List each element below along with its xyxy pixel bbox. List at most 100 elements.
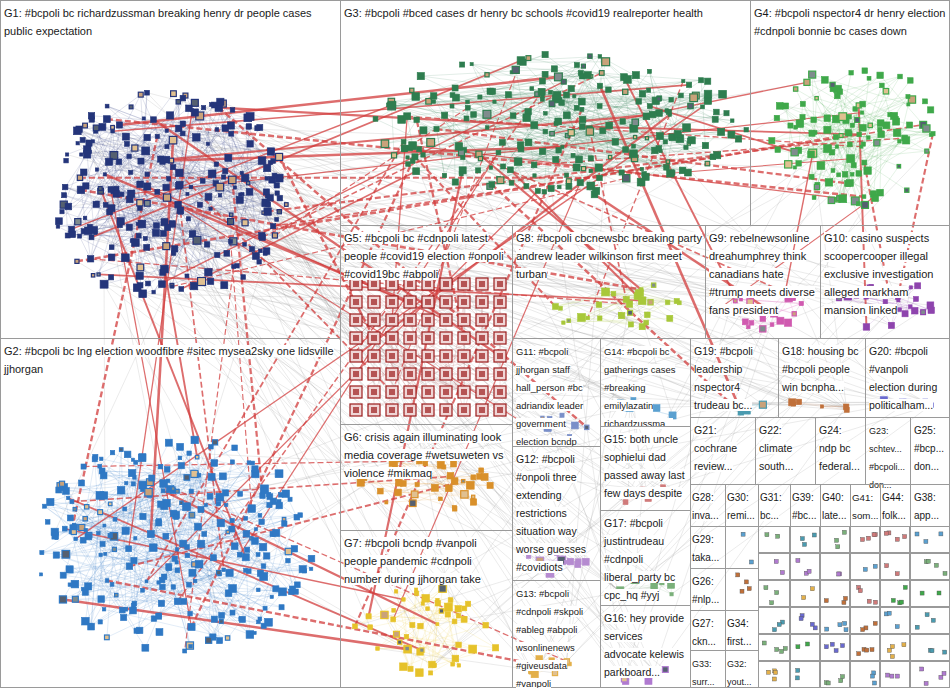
edge-line xyxy=(851,129,927,159)
edge-line xyxy=(466,118,871,286)
edge-line xyxy=(143,256,256,294)
vertex-icon xyxy=(276,153,283,160)
vertex-icon xyxy=(138,220,146,228)
edge-line xyxy=(95,459,104,609)
edge-line xyxy=(752,323,773,325)
edge-line xyxy=(64,487,116,595)
edge-line xyxy=(562,103,667,111)
vertex-icon xyxy=(221,175,225,179)
edge-line xyxy=(838,105,859,199)
edge-line xyxy=(416,97,626,179)
edge-line xyxy=(293,589,432,664)
vertex-icon xyxy=(108,254,115,261)
vertex-icon xyxy=(275,191,279,195)
edge-line xyxy=(134,477,242,619)
edge-line xyxy=(171,161,225,285)
vertex-icon xyxy=(136,233,141,238)
edge-line xyxy=(388,105,672,137)
vertex-icon xyxy=(246,189,253,196)
edge-line xyxy=(829,80,910,182)
edge-line xyxy=(833,105,859,170)
edge-line xyxy=(434,96,708,101)
vertex-icon xyxy=(103,203,108,208)
edge-line xyxy=(374,338,410,392)
edge-line xyxy=(90,227,907,403)
edge-line xyxy=(249,534,273,571)
edge-line xyxy=(277,185,903,402)
edge-line xyxy=(72,477,449,502)
edge-layer xyxy=(63,61,933,666)
vertex-icon xyxy=(91,140,94,143)
edge-line xyxy=(64,195,142,224)
edge-line xyxy=(208,272,633,400)
edge-line xyxy=(74,532,122,610)
edge-line xyxy=(503,94,708,166)
edge-line xyxy=(671,405,930,594)
vertex-icon xyxy=(246,124,251,129)
vertex-icon xyxy=(247,182,250,185)
edge-line xyxy=(142,224,237,266)
edge-line xyxy=(189,108,422,650)
edge-line xyxy=(187,110,233,276)
edge-line xyxy=(97,170,212,174)
vertex-icon xyxy=(232,265,236,269)
edge-line xyxy=(642,405,931,494)
edge-line xyxy=(394,610,442,612)
edge-line xyxy=(68,207,276,220)
edge-line xyxy=(85,474,194,621)
vertex-icon xyxy=(197,202,202,207)
vertex-icon xyxy=(138,92,143,97)
edge-line xyxy=(552,104,683,171)
edge-line xyxy=(139,236,741,300)
edge-line xyxy=(428,356,500,410)
edge-line xyxy=(851,151,927,159)
vertex-icon xyxy=(177,207,184,214)
edge-line xyxy=(217,255,243,277)
edge-line xyxy=(785,153,813,292)
edge-line xyxy=(774,303,801,313)
vertex-icon xyxy=(56,218,63,225)
vertex-icon xyxy=(155,189,160,194)
vertex-icon xyxy=(233,186,236,189)
edge-line xyxy=(201,462,232,544)
edge-line xyxy=(183,98,267,251)
edge-line xyxy=(187,463,249,547)
edge-line xyxy=(77,131,212,174)
edge-line xyxy=(479,154,641,289)
edge-line xyxy=(164,269,197,457)
vertex-icon xyxy=(193,134,201,142)
edge-line xyxy=(83,589,104,609)
edge-line xyxy=(532,410,846,671)
vertex-icon xyxy=(216,183,224,191)
vertex-icon xyxy=(259,249,263,253)
vertex-icon xyxy=(111,129,115,133)
edge-line xyxy=(850,135,931,183)
edge-line xyxy=(114,190,528,425)
vertex-icon xyxy=(186,217,190,221)
edge-line xyxy=(356,302,446,392)
edge-line xyxy=(534,138,905,165)
edge-line xyxy=(156,226,410,356)
edge-line xyxy=(143,485,190,646)
edge-line xyxy=(449,477,474,488)
edge-line xyxy=(528,58,627,79)
edge-line xyxy=(798,125,923,151)
edge-line xyxy=(862,113,906,141)
edge-line xyxy=(510,96,695,170)
edge-line xyxy=(829,73,851,183)
edge-line xyxy=(374,302,428,410)
edge-line xyxy=(392,105,498,153)
edge-line xyxy=(873,130,879,195)
vertex-icon xyxy=(165,129,168,132)
vertex-layer xyxy=(40,52,947,686)
edge-line xyxy=(839,109,855,198)
vertex-icon xyxy=(151,117,157,123)
vertex-icon xyxy=(171,91,177,97)
edge-line xyxy=(176,475,199,517)
vertex-icon xyxy=(129,170,133,174)
edge-line xyxy=(384,615,452,664)
edge-line xyxy=(397,460,473,502)
edge-line xyxy=(84,461,420,467)
vertex-icon xyxy=(224,250,230,256)
edge-line xyxy=(600,318,631,324)
